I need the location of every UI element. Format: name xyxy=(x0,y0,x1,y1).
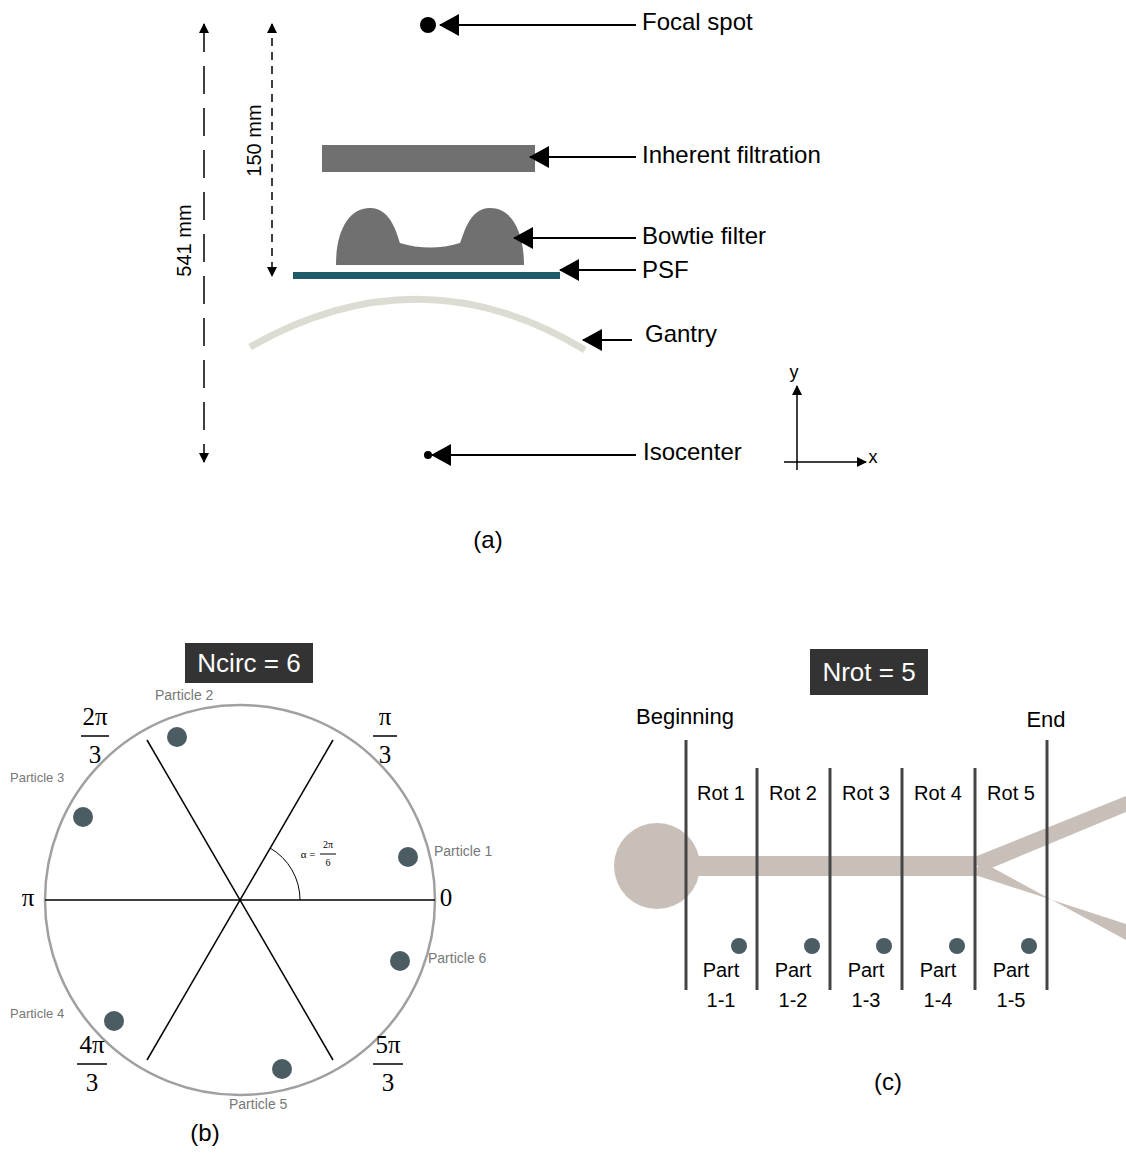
panel-label: (c) xyxy=(874,1068,902,1096)
particle-label: Particle 3 xyxy=(10,771,64,786)
rotation-label: Rot 1 xyxy=(697,782,745,805)
header-text: Nrot = 5 xyxy=(822,657,915,688)
part-label: Isocenter xyxy=(643,438,742,466)
header-box: Ncirc = 6 xyxy=(185,643,312,683)
part-label: PSF xyxy=(642,256,689,284)
position-label: End xyxy=(1026,707,1065,732)
panel-label: (b) xyxy=(190,1119,219,1147)
angle-label: π xyxy=(379,703,392,732)
angle-label: 5π xyxy=(375,1031,400,1060)
dimension-arrows xyxy=(204,24,272,462)
particle-index: Part 1-1 xyxy=(695,955,747,1015)
angle-formula: 6 xyxy=(326,857,331,869)
psf-layer xyxy=(293,272,560,279)
angle-label: 3 xyxy=(379,741,392,770)
particle-index: Part 1-5 xyxy=(985,955,1037,1015)
circle-diagram xyxy=(45,705,435,1095)
bowtie-filter xyxy=(336,208,524,265)
angle-label: 3 xyxy=(86,1069,99,1098)
axis-label: y xyxy=(790,362,799,383)
rotation-label: Rot 4 xyxy=(914,782,962,805)
angle-formula: 2π xyxy=(323,839,333,851)
focal-spot xyxy=(420,17,436,33)
part-label: Focal spot xyxy=(642,8,753,36)
part-label: Inherent filtration xyxy=(642,141,821,169)
particle-label: Particle 1 xyxy=(434,843,492,859)
particle-label: Particle 5 xyxy=(229,1096,287,1112)
particle-index: Part 1-2 xyxy=(767,955,819,1015)
particle-index: Part 1-3 xyxy=(840,955,892,1015)
angle-label: 3 xyxy=(382,1069,395,1098)
particle-index: Part 1-4 xyxy=(912,955,964,1015)
isocenter-dot xyxy=(424,451,432,459)
segment-lines xyxy=(686,740,1047,990)
angle-formula: α = xyxy=(301,848,316,861)
dimension-label: 541 mm xyxy=(173,201,196,279)
angle-label: 2π xyxy=(82,703,107,732)
axes xyxy=(784,386,866,470)
part-label: Bowtie filter xyxy=(642,222,766,250)
particle-label: Particle 4 xyxy=(10,1007,64,1022)
dimension-label: 150 mm xyxy=(243,101,266,179)
particle-label: Particle 2 xyxy=(155,687,213,703)
rotation-label: Rot 2 xyxy=(769,782,817,805)
particle-label: Particle 6 xyxy=(428,950,486,966)
angle-label: 3 xyxy=(89,741,102,770)
header-text: Ncirc = 6 xyxy=(197,648,300,679)
leader-arrows xyxy=(432,25,636,455)
sample-dots xyxy=(731,938,1037,954)
angle-label: 0 xyxy=(440,884,453,913)
position-label: Beginning xyxy=(636,704,734,729)
fraction-bars xyxy=(77,736,403,1064)
panel-label: (a) xyxy=(473,526,502,554)
neuron-shape xyxy=(614,796,1126,940)
rotation-label: Rot 3 xyxy=(842,782,890,805)
inherent-filtration xyxy=(322,145,535,172)
angle-label: 4π xyxy=(79,1031,104,1060)
gantry-arc xyxy=(250,299,585,350)
rotation-label: Rot 5 xyxy=(987,782,1035,805)
particles xyxy=(73,727,418,1079)
header-box: Nrot = 5 xyxy=(810,649,927,695)
angle-label: π xyxy=(22,884,35,913)
axis-label: x xyxy=(869,447,878,468)
part-label: Gantry xyxy=(645,320,717,348)
